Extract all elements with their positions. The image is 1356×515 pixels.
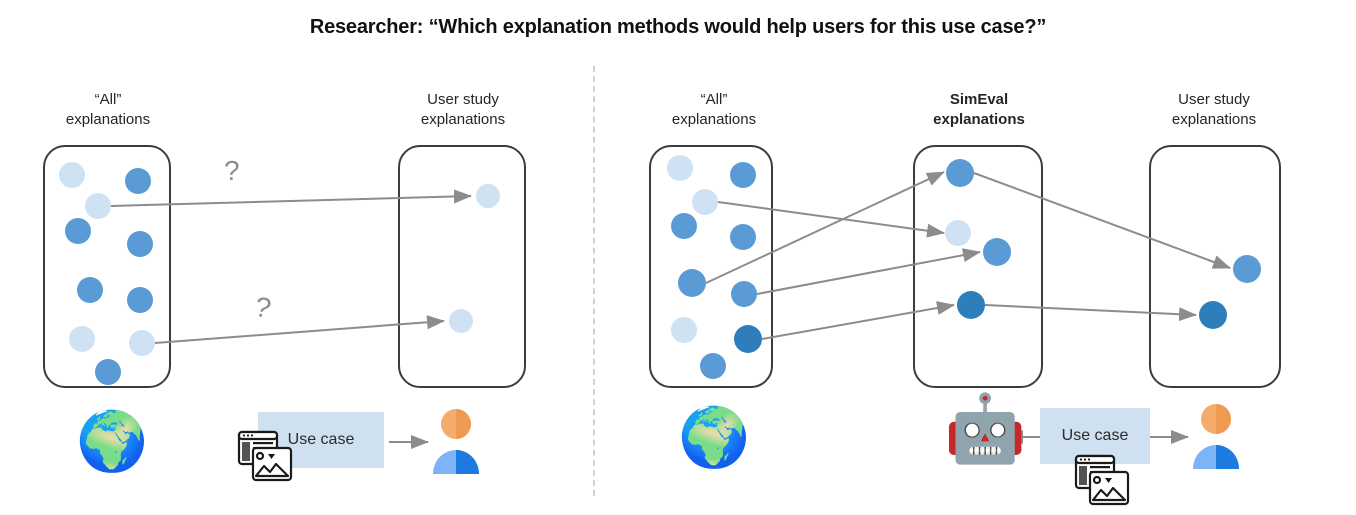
user-study-explanations-box-left bbox=[398, 145, 526, 388]
explanation-dot bbox=[667, 155, 693, 181]
simeval-explanations-box bbox=[913, 145, 1043, 388]
panel-divider bbox=[593, 66, 595, 496]
explanation-dot bbox=[125, 168, 151, 194]
explanation-dot bbox=[59, 162, 85, 188]
question-mark-2: ? bbox=[252, 290, 274, 325]
explanation-dot bbox=[127, 231, 153, 257]
explanation-dot bbox=[449, 309, 473, 333]
explanation-dot bbox=[65, 218, 91, 244]
explanation-dot bbox=[692, 189, 718, 215]
explanation-dot bbox=[127, 287, 153, 313]
globe-icon-left: 🌍 bbox=[76, 407, 149, 475]
explanation-dot bbox=[678, 269, 706, 297]
explanation-dot bbox=[69, 326, 95, 352]
explanation-dot bbox=[731, 281, 757, 307]
user-avatar-icon-left bbox=[433, 409, 479, 474]
explanation-dot bbox=[734, 325, 762, 353]
question-mark-1: ? bbox=[224, 155, 240, 186]
explanation-dot bbox=[671, 317, 697, 343]
explanation-dot bbox=[1199, 301, 1227, 329]
explanation-dot bbox=[730, 162, 756, 188]
use-case-label-right: Use case bbox=[1061, 427, 1129, 444]
explanation-dot bbox=[957, 291, 985, 319]
explanation-dot bbox=[700, 353, 726, 379]
explanation-dot bbox=[945, 220, 971, 246]
label-user-study-explanations-right: User study explanations bbox=[1171, 91, 1257, 128]
explanation-dot bbox=[671, 213, 697, 239]
use-case-box-right: Use case bbox=[1040, 408, 1150, 464]
explanation-dot bbox=[476, 184, 500, 208]
user-study-explanations-box-right bbox=[1149, 145, 1281, 388]
document-image-icon-right bbox=[1074, 454, 1130, 506]
explanation-dot bbox=[1233, 255, 1261, 283]
user-avatar-icon-right bbox=[1193, 404, 1239, 469]
explanation-dot bbox=[85, 193, 111, 219]
explanation-dot bbox=[946, 159, 974, 187]
label-all-explanations-left: “All” explanations bbox=[65, 91, 151, 128]
label-simeval-explanations: SimEval explanations bbox=[933, 91, 1025, 128]
robot-icon: 🤖 bbox=[944, 390, 1027, 467]
explanation-dot bbox=[95, 359, 121, 385]
explanation-dot bbox=[730, 224, 756, 250]
document-image-icon-left bbox=[237, 430, 293, 482]
label-all-explanations-right: “All” explanations bbox=[671, 91, 757, 128]
label-user-study-explanations-left: User study explanations bbox=[420, 91, 506, 128]
use-case-label-left: Use case bbox=[287, 431, 355, 448]
explanation-dot bbox=[77, 277, 103, 303]
page-title: Researcher: “Which explanation methods w… bbox=[309, 16, 1047, 38]
globe-icon-right: 🌍 bbox=[678, 403, 751, 471]
explanation-dot bbox=[983, 238, 1011, 266]
explanation-dot bbox=[129, 330, 155, 356]
all-explanations-box-right bbox=[649, 145, 773, 388]
